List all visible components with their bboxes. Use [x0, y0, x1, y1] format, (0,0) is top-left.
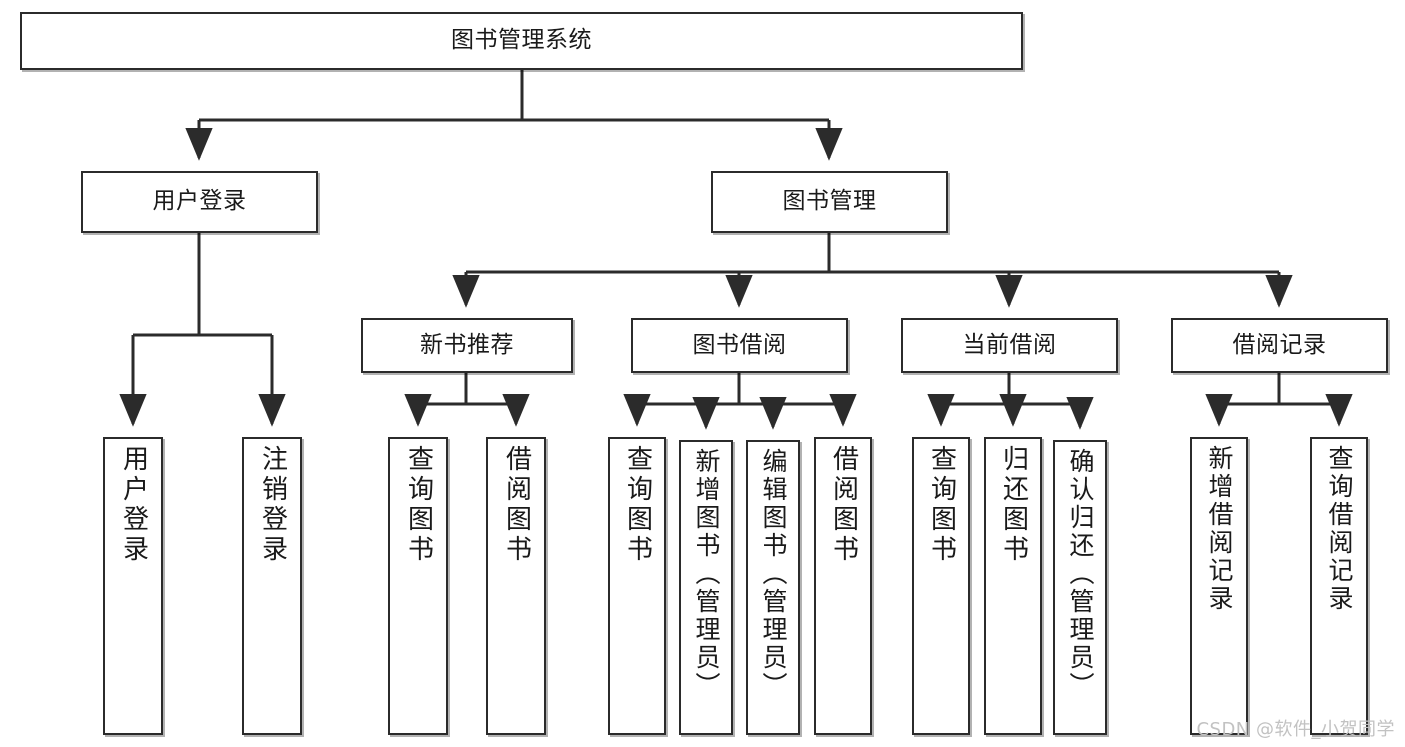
node-leaf-add-record[interactable]: 新增借阅记录	[1190, 437, 1248, 735]
node-current-borrow-label: 当前借阅	[962, 331, 1057, 358]
node-leaf-query-record-label: 查询借阅记录	[1325, 445, 1354, 613]
node-leaf-return-book-label: 归还图书	[998, 445, 1029, 565]
node-leaf-logout-label: 注销登录	[257, 445, 288, 565]
watermark-text: CSDN @软件_小贺同学	[1196, 719, 1395, 740]
node-root-label: 图书管理系统	[451, 27, 592, 54]
node-leaf-logout[interactable]: 注销登录	[242, 437, 302, 735]
node-leaf-query-book-label: 查询图书	[622, 445, 653, 565]
node-leaf-query-book[interactable]: 查询图书	[608, 437, 666, 735]
node-leaf-query-cur[interactable]: 查询图书	[912, 437, 970, 735]
node-borrow-record-label: 借阅记录	[1232, 331, 1327, 358]
node-user-login-label: 用户登录	[152, 188, 247, 215]
node-book-borrow-label: 图书借阅	[692, 331, 787, 358]
node-book-borrow[interactable]: 图书借阅	[631, 318, 848, 373]
node-leaf-borrow-book[interactable]: 借阅图书	[814, 437, 872, 735]
node-new-book-rec-label: 新书推荐	[420, 331, 514, 358]
node-leaf-add-book[interactable]: 新增图书（管理员）	[679, 440, 733, 735]
node-leaf-user-login[interactable]: 用户登录	[103, 437, 163, 735]
node-book-manage[interactable]: 图书管理	[711, 171, 948, 233]
node-leaf-confirm-return[interactable]: 确认归还（管理员）	[1053, 440, 1107, 735]
node-leaf-user-login-label: 用户登录	[118, 445, 149, 565]
node-book-manage-label: 图书管理	[782, 188, 877, 215]
node-leaf-query-record[interactable]: 查询借阅记录	[1310, 437, 1368, 735]
node-leaf-borrow-book-label: 借阅图书	[828, 445, 859, 565]
node-leaf-edit-book-label: 编辑图书（管理员）	[759, 448, 788, 700]
node-leaf-borrow-book-rec-label: 借阅图书	[501, 445, 532, 565]
node-borrow-record[interactable]: 借阅记录	[1171, 318, 1388, 373]
node-current-borrow[interactable]: 当前借阅	[901, 318, 1118, 373]
node-leaf-confirm-return-label: 确认归还（管理员）	[1066, 448, 1095, 700]
node-leaf-add-record-label: 新增借阅记录	[1205, 445, 1234, 613]
node-root[interactable]: 图书管理系统	[20, 12, 1023, 70]
node-leaf-query-book-rec-label: 查询图书	[403, 445, 434, 565]
node-user-login[interactable]: 用户登录	[81, 171, 318, 233]
node-leaf-borrow-book-rec[interactable]: 借阅图书	[486, 437, 546, 735]
node-leaf-query-cur-label: 查询图书	[926, 445, 957, 565]
node-leaf-edit-book[interactable]: 编辑图书（管理员）	[746, 440, 800, 735]
node-leaf-return-book[interactable]: 归还图书	[984, 437, 1042, 735]
node-new-book-rec[interactable]: 新书推荐	[361, 318, 573, 373]
node-leaf-query-book-rec[interactable]: 查询图书	[388, 437, 448, 735]
node-leaf-add-book-label: 新增图书（管理员）	[692, 448, 721, 700]
